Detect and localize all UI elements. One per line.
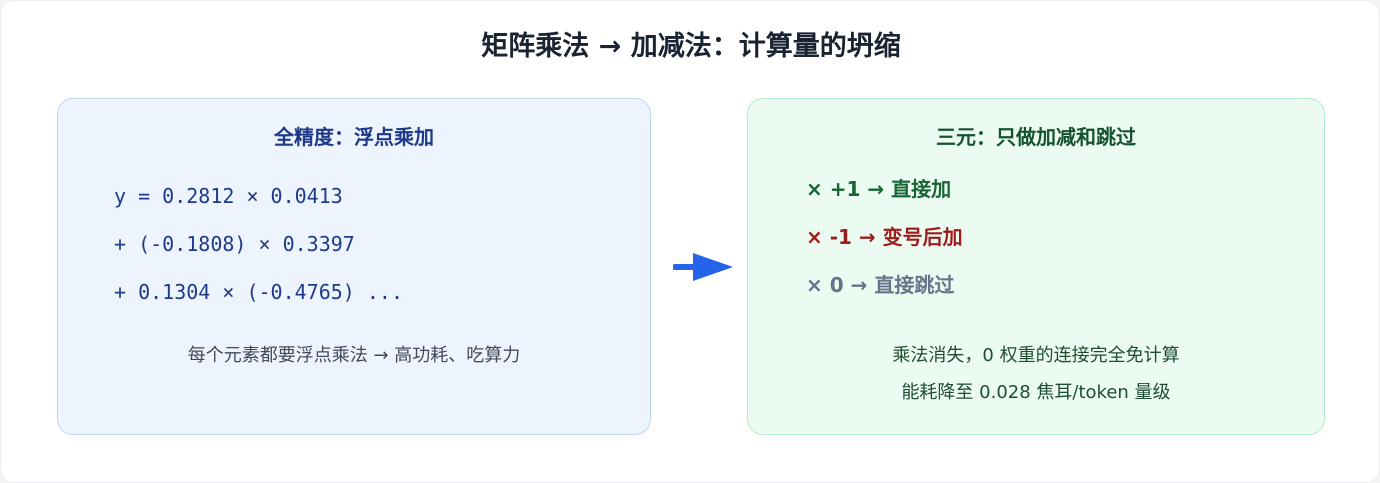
full-precision-note: 每个元素都要浮点乘法 → 高功耗、吃算力 [187,345,521,366]
ternary-note-2: 能耗降至 0.028 焦耳/token 量级 [901,382,1171,403]
ternary-note-1: 乘法消失，0 权重的连接完全免计算 [892,345,1180,366]
rule-minus-one: × -1 → 变号后加 [806,225,963,249]
code-line-3: + 0.1304 × (-0.4765) ... [114,280,403,304]
full-precision-panel: 全精度：浮点乘加 y = 0.2812 × 0.0413 + (-0.1808)… [57,98,651,435]
diagram-title: 矩阵乘法 → 加减法：计算量的坍缩 [481,31,901,62]
full-precision-title: 全精度：浮点乘加 [274,125,434,149]
code-line-1: y = 0.2812 × 0.0413 [114,184,343,208]
rule-zero: × 0 → 直接跳过 [806,273,955,297]
ternary-panel: 三元：只做加减和跳过 × +1 → 直接加 × -1 → 变号后加 × 0 → … [747,98,1325,435]
ternary-title: 三元：只做加减和跳过 [936,125,1136,149]
code-line-2: + (-0.1808) × 0.3397 [114,232,355,256]
right-arrow-icon [673,253,733,281]
rule-plus-one: × +1 → 直接加 [806,177,952,201]
